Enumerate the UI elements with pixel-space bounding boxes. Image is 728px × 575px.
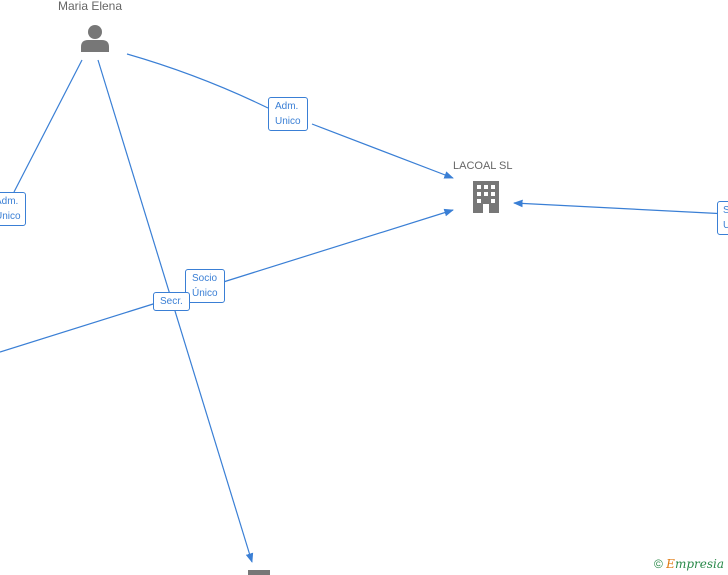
edge-label-line1: S [723,205,728,216]
edge-label-secr[interactable]: Secr. [153,292,190,311]
person-name-label: Maria Elena [58,0,123,13]
edge-label-line1: Adm. [275,101,299,112]
empresia-watermark: © Empresia [654,557,724,571]
building-icon[interactable] [473,181,499,213]
edge-label-line2: U [723,220,728,231]
edge-label-right-clipped[interactable]: S U [717,201,728,235]
edge-label-line1: Adm. [0,196,19,207]
partial-building-icon[interactable] [248,570,270,575]
edge-label-line1: Secr. [160,296,183,307]
edge-secr-person-to-bottom [97,59,254,563]
edge-label-socio-unico[interactable]: Socio Único [185,269,225,303]
company-name-label: LACOAL SL [453,160,513,172]
brand-name: mpresia [674,557,724,571]
edge-label-adm-unico[interactable]: Adm. Unico [268,97,308,131]
edge-adm-unico-person-to-company [126,53,453,178]
edge-label-line2: Único [192,288,218,299]
edge-label-adm-unico-left[interactable]: Adm. Unico [0,192,26,226]
copyright-symbol: © [653,557,663,571]
person-icon[interactable] [81,25,109,52]
brand-e: E [666,557,675,571]
edge-label-line2: Unico [275,116,301,127]
edge-label-line1: Socio [192,273,218,284]
edge-socio-unico-to-company [0,208,454,353]
edge-label-line2: Unico [0,211,21,222]
edge-right-to-company [513,199,728,215]
edge-adm-unico-left [13,59,83,193]
